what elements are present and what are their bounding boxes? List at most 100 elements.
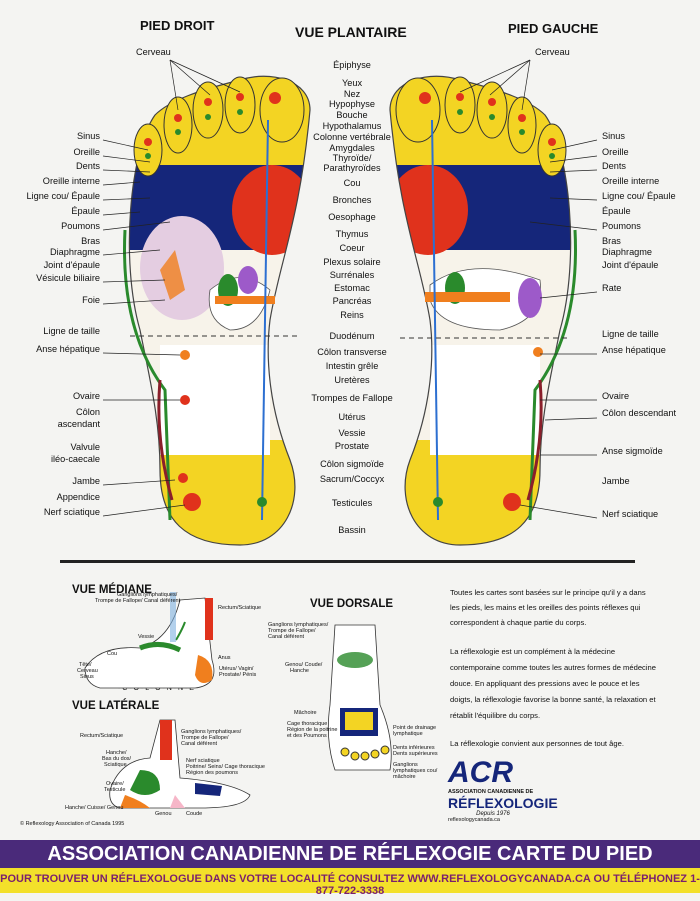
small-label: Rectum/Sciatique — [218, 605, 262, 611]
label: Bras — [602, 236, 621, 246]
small-label: mâchoire — [393, 774, 416, 780]
small-label: Mâchoire — [294, 710, 317, 716]
label: Cou — [343, 178, 361, 188]
small-label: lymphatique — [393, 731, 423, 737]
label: Nerf sciatique — [602, 509, 659, 519]
small-label: Région de la poitrine — [287, 727, 338, 733]
label: Ligne de taille — [43, 326, 100, 336]
small-label: Trompe de Fallope/ — [268, 628, 316, 634]
small-label: Dents inférieures — [393, 745, 435, 751]
small-label: Rectum/Sciatique — [80, 733, 124, 739]
small-label: Sinus — [80, 674, 94, 680]
small-label: Poitrine/ Seins/ Cage thoracique — [186, 764, 265, 770]
view-dorsale-title: VUE DORSALE — [310, 598, 394, 610]
label: Dents — [602, 161, 627, 171]
text-line: correspondent à chaque partie du corps. — [450, 618, 587, 627]
label: Épaule — [71, 206, 100, 216]
label: Yeux — [341, 78, 363, 88]
colonne-label: - C - O - L - O - N - N - E - — [118, 685, 199, 692]
label: Pancréas — [332, 296, 372, 306]
label: Testicules — [331, 498, 373, 508]
small-label: Vessie — [138, 634, 155, 640]
logo-url: reflexologycanada.ca — [448, 817, 500, 823]
small-label: Ganglions lymphatiques/ — [181, 729, 242, 735]
small-label: Ganglions — [393, 762, 418, 768]
left-foot-header: PIED GAUCHE — [508, 21, 599, 36]
label: Épiphyse — [333, 60, 371, 70]
label: Hypophyse — [329, 99, 375, 109]
small-label: Hanche/ Cuisse/ Genou — [65, 805, 124, 811]
text-line: contemporaine comme toutes les autres fo… — [450, 663, 656, 672]
label: Ligne cou/ Épaule — [26, 191, 100, 201]
label: Duodénum — [329, 331, 375, 341]
label: Parathyroïdes — [323, 163, 381, 173]
logo-mark: ACR — [448, 756, 513, 789]
label: Ligne cou/ Épaule — [602, 191, 676, 201]
label: Cerveau — [136, 47, 171, 57]
small-label: Testicule — [104, 787, 126, 793]
label: Bronches — [332, 195, 372, 205]
small-label: Cage thoracique — [287, 721, 328, 727]
label: Coeur — [339, 243, 365, 253]
small-label: Ovaire/ — [106, 781, 124, 787]
small-label: Point de drainage — [393, 725, 437, 731]
label: Oreille — [73, 147, 100, 157]
text-line: rétablit l'équilibre du corps. — [450, 711, 541, 720]
label: Oreille interne — [602, 176, 660, 186]
label: Anse hépatique — [36, 344, 100, 354]
label: Bassin — [338, 525, 366, 535]
label: Oreille interne — [42, 176, 100, 186]
small-label: Canal déférent — [268, 634, 305, 640]
label: Ovaire — [602, 391, 630, 401]
label: Dents — [75, 161, 100, 171]
small-label: Ganglions lymphatiques/ — [117, 592, 178, 598]
label: Poumons — [61, 221, 100, 231]
label: Sacrum/Coccyx — [319, 474, 385, 484]
small-label: Région des poumons — [186, 770, 238, 776]
label: Thyroïde/ — [332, 153, 372, 163]
label: Uretères — [334, 375, 370, 385]
small-label: Prostate/ Pénis — [219, 672, 257, 678]
small-label: Genou/ Coude/ — [285, 662, 323, 668]
label: iléo-caecale — [50, 454, 100, 464]
small-label: Genou — [155, 811, 172, 817]
label: Côlon transverse — [317, 347, 387, 357]
label: Épaule — [602, 206, 631, 216]
small-label: Cou — [107, 651, 118, 657]
label: Anse hépatique — [602, 345, 666, 355]
view-laterale-title: VUE LATÉRALE — [72, 700, 160, 712]
small-label: Nerf sciatique — [186, 758, 220, 764]
label: Colonne vertébrale — [313, 132, 391, 142]
logo-since: Depuis 1976 — [476, 811, 510, 817]
label: Thymus — [335, 229, 369, 239]
label: Joint d'épaule — [602, 260, 659, 270]
text-line: Toutes les cartes sont basées sur le pri… — [450, 588, 646, 597]
label: Amygdales — [329, 143, 375, 153]
label: Cerveau — [535, 47, 570, 57]
label: ascendant — [57, 419, 100, 429]
label: Trompes de Fallope — [311, 393, 393, 403]
small-label: Sciatique — [104, 762, 127, 768]
small-label: Utérus/ Vagin/ — [219, 666, 254, 672]
label: Nerf sciatique — [43, 507, 100, 517]
text-line: doigts, la réflexologie favorise la bonn… — [450, 695, 656, 704]
label: Ligne de taille — [602, 329, 659, 339]
label: Prostate — [334, 441, 370, 451]
footer-title: ASSOCIATION CANADIENNE DE RÉFLEXOGIE CAR… — [47, 843, 653, 865]
label: Intestin grêle — [325, 361, 379, 371]
label: Côlon sigmoïde — [320, 459, 384, 469]
label: Nez — [343, 89, 361, 99]
view-mediane-title: VUE MÉDIANE — [72, 584, 152, 596]
small-label: Cerveau — [77, 668, 98, 674]
label: Reins — [340, 310, 364, 320]
small-label: Trompe de Fallope/ — [181, 735, 229, 741]
label: Appendice — [56, 492, 100, 502]
label: Sinus — [602, 131, 625, 141]
label: Oreille — [602, 147, 629, 157]
label: Poumons — [602, 221, 641, 231]
small-label: © Reflexology Association of Canada 1995 — [20, 821, 125, 827]
small-label: Coude — [186, 811, 203, 817]
label: Anse sigmoïde — [602, 446, 663, 456]
small-label: et des Poumons — [287, 733, 327, 739]
